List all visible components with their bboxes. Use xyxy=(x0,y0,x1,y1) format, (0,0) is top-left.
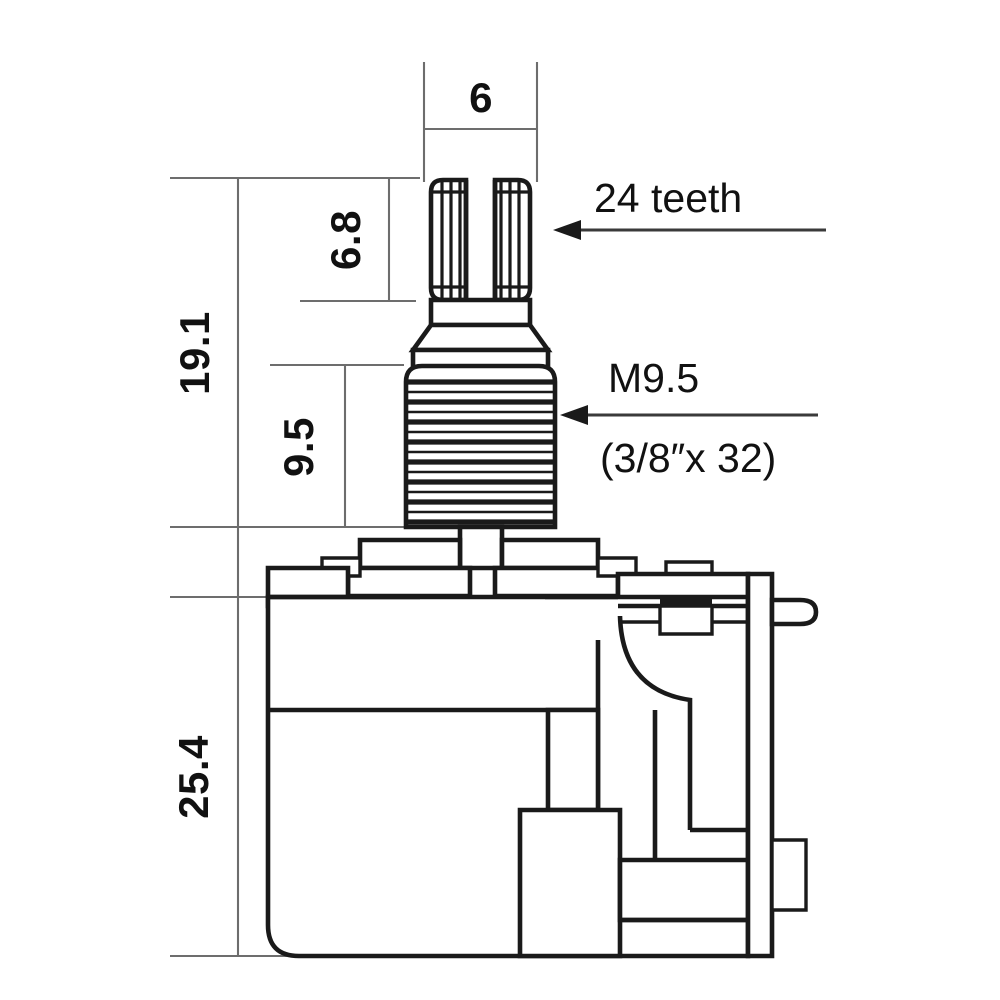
note-label-m95: M9.5 xyxy=(608,355,699,401)
top-step-right xyxy=(499,537,601,571)
inner-rect-b xyxy=(517,807,623,959)
right-side-wall xyxy=(745,571,819,959)
dim-label-6-8: 6.8 xyxy=(322,210,369,270)
arrow-head-left-icon-2 xyxy=(560,405,588,425)
dimension-height-19-1: 19.1 xyxy=(170,176,420,529)
potentiometer-body xyxy=(265,594,751,959)
inner-rect-c xyxy=(617,857,751,923)
dimension-height-25-4: 25.4 xyxy=(170,527,290,958)
dimension-height-6-8: 6.8 xyxy=(300,176,416,303)
cover-step-left xyxy=(345,565,473,599)
threaded-bushing xyxy=(403,363,558,530)
inner-rect-a xyxy=(545,707,601,813)
center-boss xyxy=(457,524,505,571)
note-label-24-teeth: 24 teeth xyxy=(594,175,742,221)
dim-label-9-5: 9.5 xyxy=(275,417,322,477)
dim-label-25-4: 25.4 xyxy=(170,735,217,819)
note-sublabel-thread-spec: (3/8″x 32) xyxy=(600,435,776,481)
solder-lug-tab xyxy=(769,597,819,627)
dimension-height-9-5: 9.5 xyxy=(270,363,404,529)
dimension-width-6: 6 xyxy=(422,62,539,182)
shaft-taper-shoulder xyxy=(408,322,553,353)
dim-label-6: 6 xyxy=(469,74,493,121)
shaft-neck-upper xyxy=(428,297,533,328)
top-step-left xyxy=(357,537,463,571)
annotation-24-teeth: 24 teeth xyxy=(553,175,826,240)
arrow-head-left-icon xyxy=(553,220,581,240)
dim-label-19-1: 19.1 xyxy=(171,311,218,395)
thread-lines xyxy=(406,379,555,525)
side-wall-plate xyxy=(745,571,775,959)
flange-notch-block xyxy=(658,604,714,636)
inner-arc-fillet xyxy=(617,615,693,710)
annotation-m95-thread: M9.5 (3/8″x 32) xyxy=(560,355,818,481)
lower-right-bracket xyxy=(770,838,808,912)
